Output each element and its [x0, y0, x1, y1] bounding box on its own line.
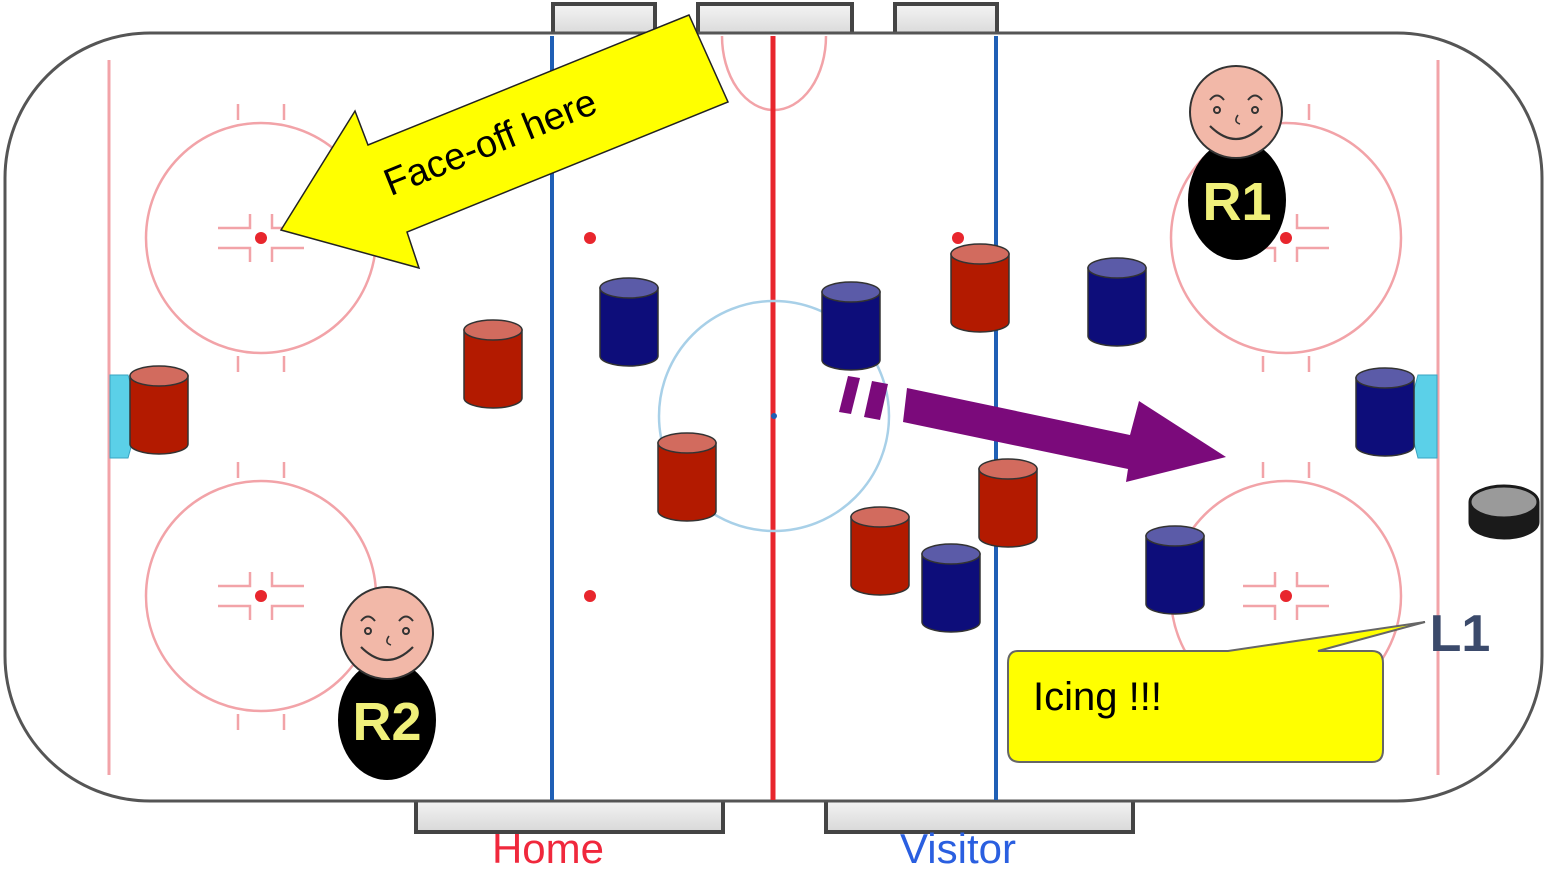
home-bench [414, 798, 725, 834]
smiley-face-icon [1189, 65, 1283, 159]
icing-callout: Icing !!! [1007, 621, 1426, 763]
red-player-marker [657, 432, 717, 522]
faceoff-dot [255, 590, 267, 602]
referee-r2: R2 [338, 586, 436, 780]
penalty-box-2 [893, 2, 999, 38]
faceoff-dot [584, 590, 596, 602]
bench-boxes [414, 2, 1135, 834]
home-bench-label: Home [492, 825, 604, 869]
blue-player-marker [1087, 257, 1147, 347]
penalty-box-1 [551, 2, 657, 38]
faceoff-dot [952, 232, 964, 244]
red-player-marker [978, 458, 1038, 548]
linesman-l1-label: L1 [1430, 605, 1491, 663]
faceoff-dot [584, 232, 596, 244]
faceoff-dot [255, 232, 267, 244]
blue-player-marker [1145, 525, 1205, 615]
referee-r1: R1 [1188, 65, 1286, 260]
referee-r1-label: R1 [1202, 172, 1271, 232]
red-player-marker [950, 243, 1010, 333]
center-circle [657, 299, 891, 533]
red-player-marker [463, 319, 523, 409]
icing-callout-text: Icing !!! [1033, 675, 1162, 719]
faceoff-dot [1280, 232, 1292, 244]
smiley-face-icon [340, 586, 434, 680]
faceoff-dots [255, 232, 1292, 602]
scorer-box [696, 2, 854, 38]
faceoff-dot [1280, 590, 1292, 602]
icing-shot-arrow [839, 376, 1226, 482]
hockey-puck-icon [1468, 484, 1540, 540]
blue-player-marker [921, 543, 981, 633]
players [129, 243, 1415, 633]
center-dot [771, 413, 777, 419]
blue-player-marker [821, 281, 881, 371]
red-player-marker [129, 365, 189, 455]
blue-player-marker [1355, 367, 1415, 457]
referee-r2-label: R2 [352, 692, 421, 752]
faceoff-circle-top-right [1169, 121, 1403, 355]
visitor-bench-label: Visitor [900, 825, 1016, 869]
blue-player-marker [599, 277, 659, 367]
red-player-marker [850, 506, 910, 596]
